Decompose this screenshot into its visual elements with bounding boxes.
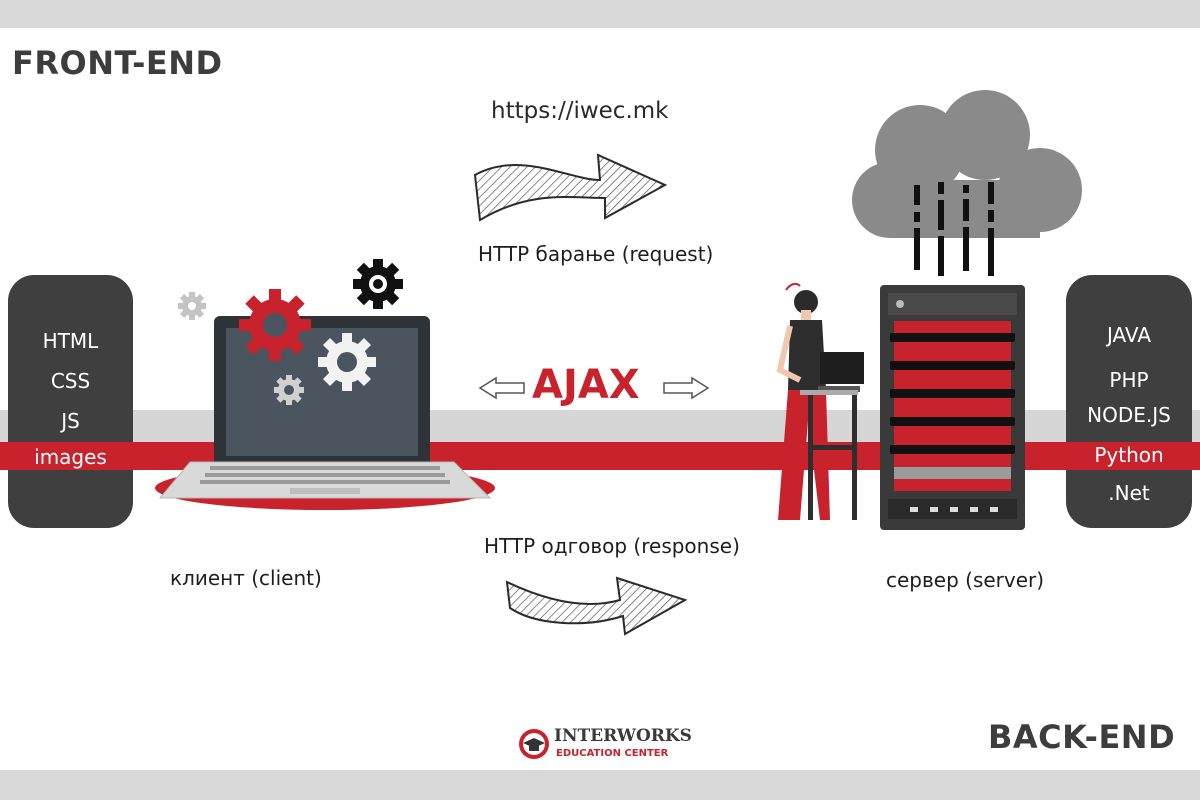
url-label: https://iwec.mk bbox=[491, 98, 669, 124]
left-double-arrow-icon bbox=[478, 376, 525, 400]
request-label: HTTP барање (request) bbox=[478, 242, 714, 266]
tech-item: images bbox=[34, 445, 107, 469]
ajax-label: AJAX bbox=[532, 362, 640, 408]
front-end-heading: FRONT-END bbox=[12, 44, 223, 82]
response-arrow-icon bbox=[505, 576, 688, 636]
gear-icon bbox=[318, 333, 376, 391]
response-label: HTTP одговор (response) bbox=[484, 534, 740, 558]
tech-item: JS bbox=[61, 409, 80, 433]
front-end-tech-panel: HTML CSS JS images bbox=[8, 275, 133, 528]
back-end-heading: BACK-END bbox=[988, 718, 1176, 756]
graduation-cap-icon bbox=[519, 729, 549, 759]
top-bar bbox=[0, 0, 1200, 28]
logo-subtitle: EDUCATION CENTER bbox=[556, 748, 669, 759]
developer-illustration bbox=[776, 282, 864, 520]
tech-item: Python bbox=[1094, 443, 1164, 467]
interworks-logo: INTERWORKS EDUCATION CENTER bbox=[518, 726, 692, 766]
logo-name: INTERWORKS bbox=[554, 726, 692, 746]
bottom-bar bbox=[0, 770, 1200, 800]
tech-item: HTML bbox=[42, 329, 99, 353]
gear-icon bbox=[353, 259, 403, 309]
request-arrow-icon bbox=[473, 153, 668, 222]
right-double-arrow-icon bbox=[663, 376, 710, 400]
tech-item: JAVA bbox=[1106, 323, 1152, 347]
gear-icon bbox=[274, 375, 304, 405]
tech-item: .Net bbox=[1108, 481, 1150, 505]
tech-item: PHP bbox=[1109, 368, 1149, 392]
gear-icon bbox=[239, 289, 311, 361]
client-label: клиент (client) bbox=[170, 566, 322, 590]
panel-highlight bbox=[8, 442, 133, 470]
cloud-icon bbox=[852, 90, 1082, 276]
tech-item: CSS bbox=[50, 369, 91, 393]
server-rack-icon bbox=[880, 285, 1025, 530]
tech-item: NODE.JS bbox=[1087, 403, 1171, 427]
panel-highlight bbox=[1066, 442, 1192, 470]
back-end-tech-panel: JAVA PHP NODE.JS Python .Net bbox=[1066, 275, 1192, 528]
gear-icon bbox=[178, 292, 206, 320]
server-label: сервер (server) bbox=[886, 568, 1045, 592]
